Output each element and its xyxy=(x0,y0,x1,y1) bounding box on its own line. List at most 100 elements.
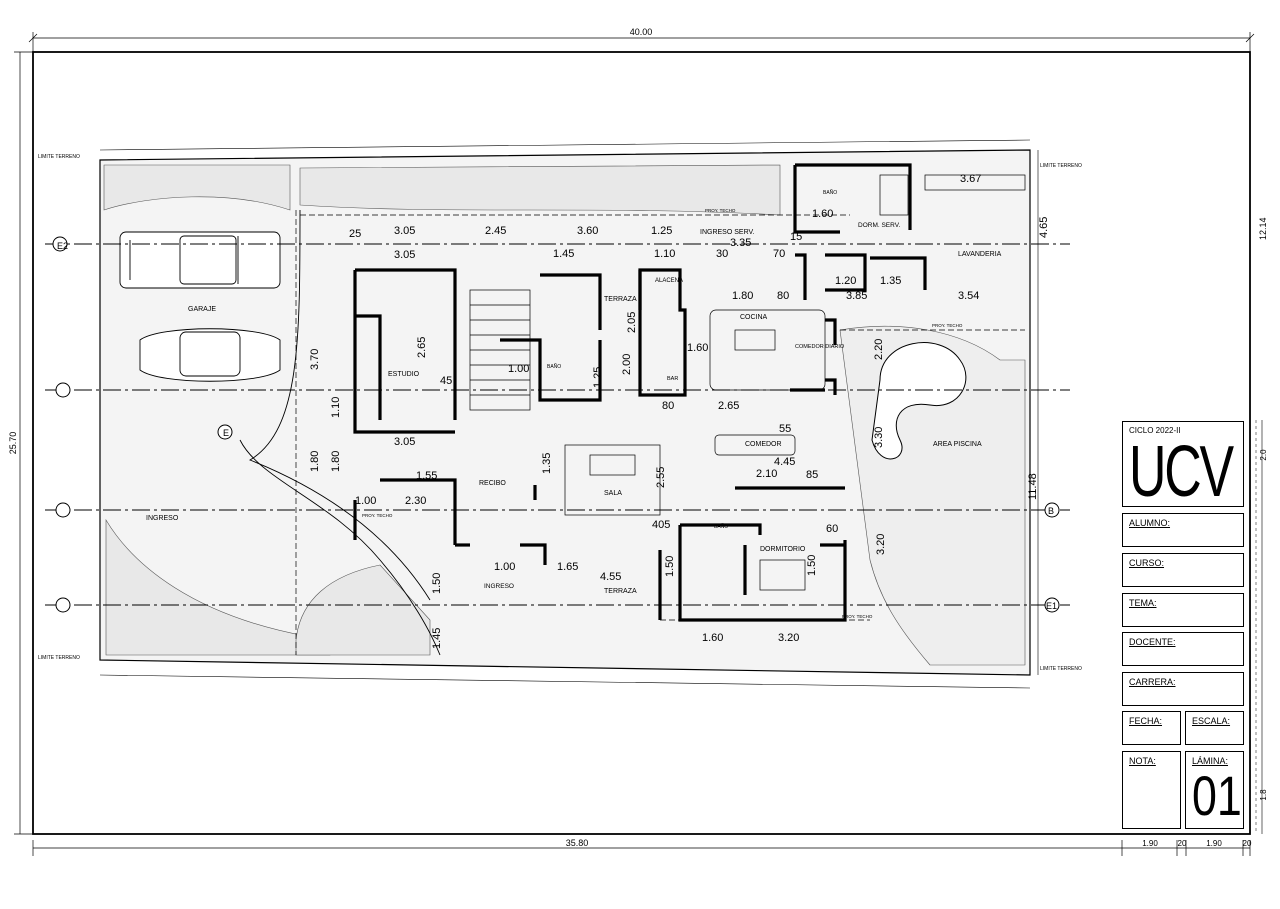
dimension-top xyxy=(28,32,1255,52)
dim-335: 3.35 xyxy=(730,237,751,249)
dim-55: 55 xyxy=(779,423,791,435)
room-area-piscina: AREA PISCINA xyxy=(933,441,982,448)
room-ingreso: INGRESO xyxy=(146,515,179,522)
room-estudio: ESTUDIO xyxy=(388,371,420,378)
room-bar: BAR xyxy=(667,376,678,382)
lot-label-3: LIMITE TERRENO xyxy=(38,655,80,661)
tb-alumno: ALUMNO: xyxy=(1129,518,1171,528)
tb-tema-box: TEMA: xyxy=(1122,593,1244,627)
axis-label-e2: E2 xyxy=(57,241,68,251)
tb-ciclo: CICLO 2022-II xyxy=(1129,426,1181,435)
tb-fecha: FECHA: xyxy=(1129,716,1163,726)
dim-bottom-tb-1: 1.90 xyxy=(1142,839,1158,848)
dim-180c: 1.80 xyxy=(330,451,342,472)
dim-right-tb-1: 2.0 xyxy=(1259,449,1268,461)
room-sala: SALA xyxy=(604,490,622,497)
dim-45: 45 xyxy=(440,375,452,387)
dim-265a: 2.65 xyxy=(416,337,428,358)
dim-100a: 1.00 xyxy=(508,363,529,375)
tb-docente: DOCENTE: xyxy=(1129,637,1176,647)
tb-alumno-box: ALUMNO: xyxy=(1122,513,1244,547)
dim-right-tb-2: 1.8 xyxy=(1259,789,1268,801)
tb-logo-box: CICLO 2022-II UCV xyxy=(1122,421,1244,512)
dim-160c: 1.60 xyxy=(702,632,723,644)
dimension-left xyxy=(14,51,33,835)
tb-lamina-num: 01 xyxy=(1192,764,1242,827)
dim-305c: 3.05 xyxy=(394,436,415,448)
tb-lamina-box: LÁMINA: 01 xyxy=(1185,751,1244,829)
dim-110b: 1.10 xyxy=(330,397,342,418)
dim-330: 3.30 xyxy=(873,427,885,448)
dim-465: 4.65 xyxy=(1038,217,1050,238)
dim-bottom-total: 35.80 xyxy=(566,838,589,848)
dim-360: 3.60 xyxy=(577,225,598,237)
dim-385: 3.85 xyxy=(846,290,867,302)
axis-markers xyxy=(52,236,1060,613)
dim-150b: 1.50 xyxy=(664,556,676,577)
dim-150c: 1.50 xyxy=(806,555,818,576)
dim-110: 1.10 xyxy=(654,248,675,260)
dim-155: 1.55 xyxy=(416,470,437,482)
proy-techo-4: PROY. TECHO xyxy=(842,614,873,619)
dim-255: 2.55 xyxy=(655,467,667,488)
lot-label-1: LIMITE TERRENO xyxy=(38,154,80,160)
tb-escala-box: ESCALA: xyxy=(1185,711,1244,745)
dim-1214: 12.14 xyxy=(1258,217,1268,240)
dim-25: 25 xyxy=(349,228,361,240)
room-lavanderia: LAVANDERIA xyxy=(958,251,1002,258)
dim-445: 4.45 xyxy=(774,456,795,468)
tb-nota: NOTA: xyxy=(1129,756,1156,766)
dim-100c: 1.00 xyxy=(494,561,515,573)
room-dormitorio: DORMITORIO xyxy=(760,546,806,553)
dim-245: 2.45 xyxy=(485,225,506,237)
dim-100b: 1.00 xyxy=(355,495,376,507)
dim-80b: 80 xyxy=(662,400,674,412)
dim-165: 1.65 xyxy=(557,561,578,573)
tb-curso: CURSO: xyxy=(1129,558,1165,568)
pool-shape xyxy=(871,342,967,460)
proy-techo-2: PROY. TECHO xyxy=(932,323,963,328)
dim-bottom-tb-4: 20 xyxy=(1243,839,1252,848)
room-ingreso-2: INGRESO xyxy=(484,583,514,590)
dim-200: 2.00 xyxy=(621,354,633,375)
dim-145b: 1.45 xyxy=(431,628,443,649)
dim-320a: 3.20 xyxy=(778,632,799,644)
dim-125: 1.25 xyxy=(651,225,672,237)
room-ingreso-serv: INGRESO SERV. xyxy=(700,229,755,236)
room-bano-serv: BAÑO xyxy=(823,189,837,196)
tb-nota-box: NOTA: xyxy=(1122,751,1181,829)
tb-curso-box: CURSO: xyxy=(1122,553,1244,587)
dim-160b: 1.60 xyxy=(687,342,708,354)
room-terraza-top: TERRAZA xyxy=(604,296,637,303)
dim-135b: 1.35 xyxy=(541,453,553,474)
dim-305a: 3.05 xyxy=(394,225,415,237)
dim-220: 2.20 xyxy=(873,339,885,360)
room-comedor-diario: COMEDOR DIARIO xyxy=(795,344,845,350)
driveway xyxy=(239,209,441,656)
room-cocina: COCINA xyxy=(740,314,768,321)
tb-logo: UCV xyxy=(1129,432,1234,512)
dim-30: 30 xyxy=(716,248,728,260)
dim-left-total: 25.70 xyxy=(8,432,18,455)
dim-320b: 3.20 xyxy=(875,534,887,555)
dim-305b: 3.05 xyxy=(394,249,415,261)
tb-docente-box: DOCENTE: xyxy=(1122,632,1244,666)
lot-label-4: LIMITE TERRENO xyxy=(1040,666,1082,672)
truck-icon xyxy=(119,231,281,289)
dim-367: 3.67 xyxy=(960,173,981,185)
lot-label-2: LIMITE TERRENO xyxy=(1040,163,1082,169)
room-garaje: GARAJE xyxy=(188,306,216,313)
proy-techo-labels: PROY. TECHO PROY. TECHO PROY. TECHO PROY… xyxy=(362,208,963,619)
car-icon xyxy=(139,328,281,382)
tb-carrera-box: CARRERA: xyxy=(1122,672,1244,706)
lot-boundary xyxy=(99,139,1039,689)
room-dorm-serv: DORM. SERV. xyxy=(858,222,900,229)
dim-85: 85 xyxy=(806,469,818,481)
dim-160a: 1.60 xyxy=(812,208,833,220)
dim-150a: 1.50 xyxy=(431,573,443,594)
room-alacena: ALACENA xyxy=(655,278,683,284)
dim-80a: 80 xyxy=(777,290,789,302)
dim-15: 15 xyxy=(790,231,802,243)
axis-label-b: B xyxy=(1048,506,1054,516)
